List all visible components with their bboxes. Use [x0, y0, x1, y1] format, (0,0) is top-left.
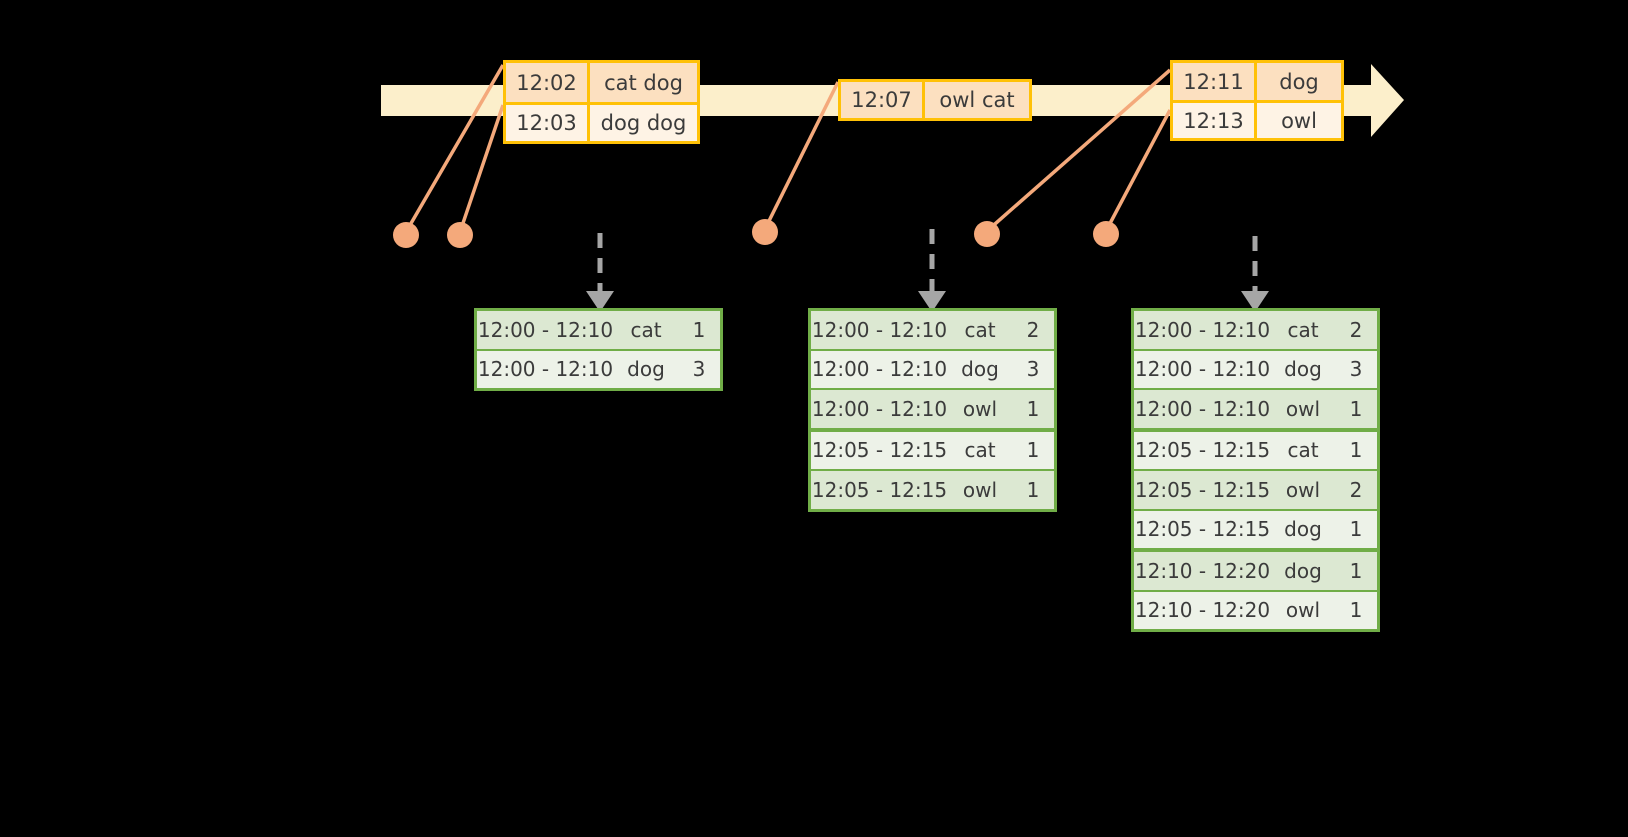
event-box-2[interactable]: 12:07 owl cat — [838, 79, 1032, 121]
cell-window: 12:00 - 12:10 — [1134, 317, 1271, 342]
cell-count: 1 — [1349, 438, 1363, 463]
dashed-arrows — [597, 229, 1258, 293]
cell-key: dog — [1284, 558, 1322, 583]
cell-key: owl — [1285, 598, 1321, 623]
cell-key: dog — [627, 357, 665, 382]
cell-key: dog — [961, 357, 999, 382]
table-row[interactable]: 12:00 - 12:10 cat 2 — [811, 311, 1054, 349]
dashed-arrow-heads — [586, 291, 1269, 312]
cell-count: 1 — [1026, 396, 1040, 421]
event-row[interactable]: 12:07 owl cat — [841, 82, 1029, 118]
cell-count: 3 — [692, 357, 706, 382]
cell-window: 12:00 - 12:10 — [477, 317, 614, 342]
cell-window: 12:00 - 12:10 — [1134, 357, 1271, 382]
cell-key: cat — [964, 438, 996, 463]
cell-count: 1 — [1349, 558, 1363, 583]
cell-window: 12:00 - 12:10 — [811, 317, 948, 342]
cell-window: 12:05 - 12:15 — [1134, 438, 1271, 463]
cell-count: 1 — [1349, 598, 1363, 623]
event-time: 12:03 — [506, 105, 590, 141]
cell-key: dog — [1284, 517, 1322, 542]
connector-dot-5 — [1093, 221, 1119, 247]
event-time: 12:11 — [1173, 63, 1257, 100]
event-payload: owl — [1281, 108, 1317, 133]
cell-window: 12:05 - 12:15 — [811, 477, 948, 502]
cell-count: 2 — [1026, 317, 1040, 342]
table-row[interactable]: 12:10 - 12:20 dog 1 — [1134, 552, 1377, 590]
table-row[interactable]: 12:05 - 12:15 owl 2 — [1134, 471, 1377, 509]
cell-count: 3 — [1026, 357, 1040, 382]
cell-window: 12:00 - 12:10 — [811, 396, 948, 421]
event-row[interactable]: 12:11 dog — [1173, 63, 1341, 100]
cell-window: 12:00 - 12:10 — [477, 357, 614, 382]
event-payload: cat dog — [604, 70, 683, 95]
cell-count: 1 — [1349, 517, 1363, 542]
connector-dot-2 — [447, 222, 473, 248]
table-row[interactable]: 12:10 - 12:20 owl 1 — [1134, 591, 1377, 629]
table-row[interactable]: 12:05 - 12:15 owl 1 — [811, 471, 1054, 509]
event-payload: dog — [1279, 69, 1319, 94]
table-row[interactable]: 12:00 - 12:10 cat 1 — [477, 311, 720, 349]
cell-window: 12:05 - 12:15 — [1134, 477, 1271, 502]
cell-key: owl — [962, 477, 998, 502]
event-row[interactable]: 12:13 owl — [1173, 100, 1341, 138]
cell-count: 3 — [1349, 357, 1363, 382]
cell-window: 12:10 - 12:20 — [1134, 598, 1271, 623]
cell-key: owl — [962, 396, 998, 421]
cell-count: 2 — [1349, 477, 1363, 502]
event-box-3[interactable]: 12:11 dog 12:13 owl — [1170, 60, 1344, 141]
cell-window: 12:05 - 12:15 — [1134, 517, 1271, 542]
event-row[interactable]: 12:02 cat dog — [506, 63, 697, 102]
table-row[interactable]: 12:05 - 12:15 cat 1 — [1134, 431, 1377, 469]
table-row[interactable]: 12:00 - 12:10 dog 3 — [1134, 350, 1377, 388]
cell-count: 1 — [1026, 438, 1040, 463]
cell-window: 12:10 - 12:20 — [1134, 558, 1271, 583]
table-row[interactable]: 12:00 - 12:10 owl 1 — [1134, 390, 1377, 428]
cell-window: 12:05 - 12:15 — [811, 438, 948, 463]
connector-dot-4 — [974, 221, 1000, 247]
connector-dot-3 — [752, 219, 778, 245]
cell-window: 12:00 - 12:10 — [1134, 396, 1271, 421]
connector-dots — [393, 219, 1119, 248]
table-row[interactable]: 12:05 - 12:15 dog 1 — [1134, 510, 1377, 548]
cell-key: cat — [630, 317, 662, 342]
cell-window: 12:00 - 12:10 — [811, 357, 948, 382]
event-time: 12:07 — [841, 82, 925, 118]
cell-count: 1 — [692, 317, 706, 342]
event-time: 12:02 — [506, 63, 590, 102]
cell-count: 2 — [1349, 317, 1363, 342]
cell-key: cat — [964, 317, 996, 342]
result-table-1[interactable]: 12:00 - 12:10 cat 1 12:00 - 12:10 dog 3 — [474, 308, 723, 391]
connector-dot-1 — [393, 222, 419, 248]
event-payload: dog dog — [600, 111, 687, 135]
cell-key: cat — [1287, 438, 1319, 463]
table-row[interactable]: 12:00 - 12:10 owl 1 — [811, 390, 1054, 428]
dashed-arrow-1-head — [586, 291, 614, 312]
event-box-1[interactable]: 12:02 cat dog 12:03 dog dog — [503, 60, 700, 144]
cell-key: owl — [1285, 396, 1321, 421]
event-payload: owl cat — [939, 88, 1015, 112]
cell-key: dog — [1284, 357, 1322, 382]
dashed-arrow-3-head — [1241, 291, 1269, 312]
table-row[interactable]: 12:00 - 12:10 cat 2 — [1134, 311, 1377, 349]
cell-key: owl — [1285, 477, 1321, 502]
dashed-arrow-2-head — [918, 291, 946, 312]
table-row[interactable]: 12:05 - 12:15 cat 1 — [811, 431, 1054, 469]
event-time: 12:13 — [1173, 103, 1257, 138]
cell-count: 1 — [1026, 477, 1040, 502]
table-row[interactable]: 12:00 - 12:10 dog 3 — [477, 350, 720, 388]
cell-key: cat — [1287, 317, 1319, 342]
event-row[interactable]: 12:03 dog dog — [506, 102, 697, 141]
table-row[interactable]: 12:00 - 12:10 dog 3 — [811, 350, 1054, 388]
cell-count: 1 — [1349, 396, 1363, 421]
connector-lines — [404, 64, 1172, 233]
